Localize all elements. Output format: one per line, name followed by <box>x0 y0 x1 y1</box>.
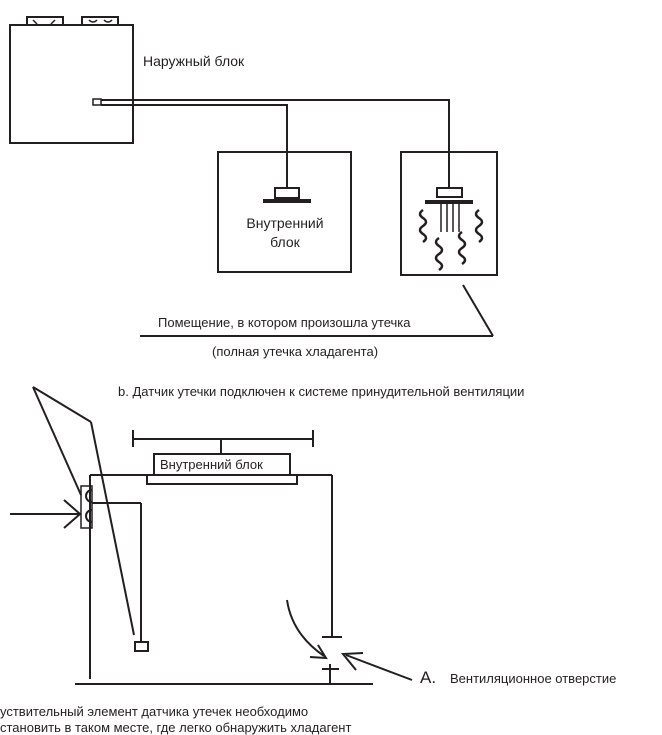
room-structure <box>75 474 373 685</box>
leak-room-label: Помещение, в котором произошла утечка <box>158 315 411 330</box>
outdoor-unit-label: Наружный блок <box>143 53 245 69</box>
indoor-unit-box <box>217 151 352 273</box>
refrigerant-piping <box>101 99 450 188</box>
outdoor-unit <box>9 16 134 144</box>
leak-room-callout-line <box>140 284 494 337</box>
wall-switch <box>80 485 93 529</box>
vent-letter: A. <box>420 668 437 687</box>
indoor-unit-label-line2: блок <box>270 234 300 250</box>
caption-b: b. Датчик утечки подключен к системе при… <box>118 384 525 399</box>
switch-arrow <box>10 499 82 529</box>
full-leak-label: (полная утечка хладагента) <box>212 344 379 359</box>
sensor-note-line2: становить в таком месте, где легко обнар… <box>0 720 352 735</box>
sensor-pointer-lines <box>32 386 135 636</box>
leak-room-box <box>400 151 498 276</box>
indoor-unit-with-tray <box>146 453 298 485</box>
vent-label: Вентиляционное отверстие <box>450 671 617 686</box>
ceiling-mount-bracket <box>132 430 314 454</box>
airflow-arrow <box>286 599 328 660</box>
vent-arrow <box>340 652 413 681</box>
indoor-unit-label-line1: Внутренний <box>246 215 324 231</box>
sensor-wiring <box>92 502 149 652</box>
indoor-unit-box-label: Внутренний блок <box>160 457 263 472</box>
sensor-note-line1: уствительный элемент датчика утечек необ… <box>0 704 309 719</box>
